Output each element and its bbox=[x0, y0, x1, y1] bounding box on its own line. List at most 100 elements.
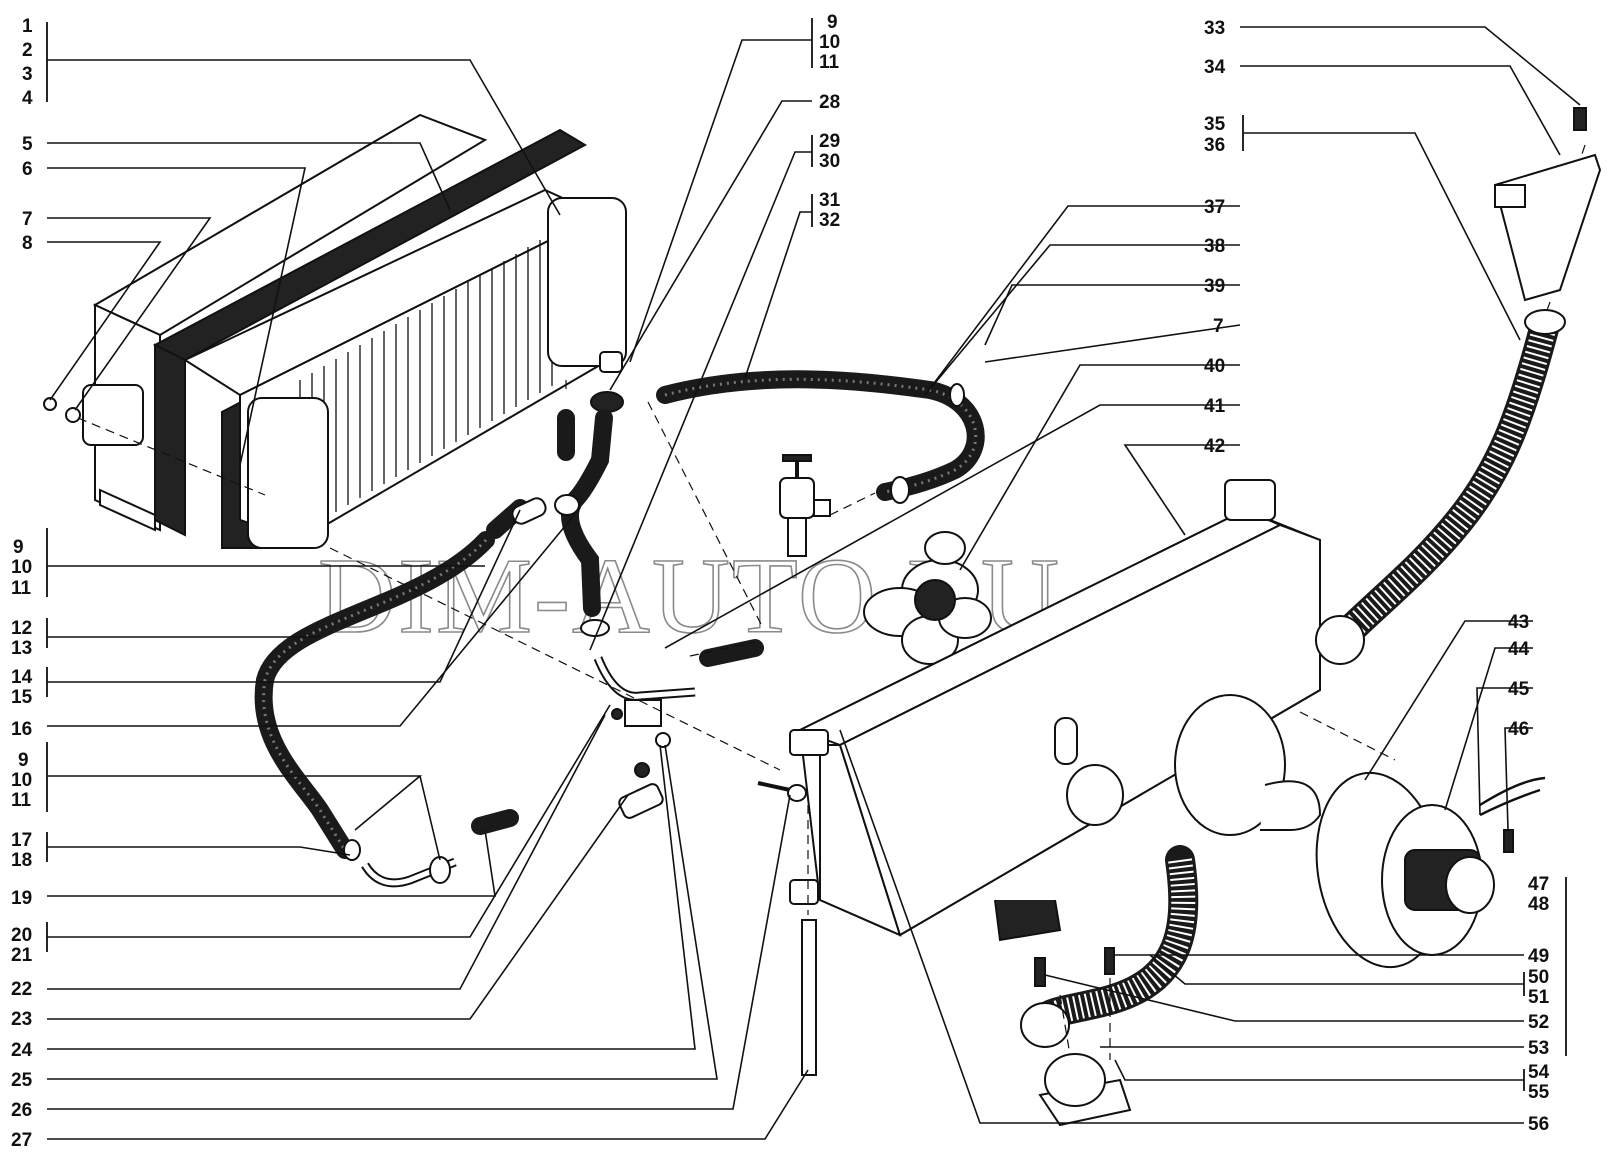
callout-label: 16 bbox=[11, 719, 32, 740]
seal-ring bbox=[590, 391, 624, 413]
callout-label: 7 bbox=[22, 209, 33, 230]
callout-label: 33 bbox=[1204, 18, 1225, 39]
washer bbox=[65, 407, 81, 423]
intake-funnel bbox=[1493, 153, 1602, 302]
radiator-pipe bbox=[599, 351, 623, 373]
callout-label: 55 bbox=[1528, 1082, 1550, 1103]
callout-label: 9 bbox=[13, 537, 24, 558]
callout-label: 5 bbox=[22, 134, 33, 155]
motor-screw bbox=[1503, 829, 1514, 853]
housing-flange bbox=[789, 729, 829, 756]
hoses bbox=[254, 370, 985, 888]
housing-bottom-bracket bbox=[994, 899, 1062, 942]
housing-slot bbox=[1054, 717, 1078, 765]
callout-label: 7 bbox=[1213, 316, 1224, 337]
callout-label: 15 bbox=[11, 687, 33, 708]
callout-label: 21 bbox=[11, 945, 33, 966]
callout-label: 2 bbox=[22, 40, 33, 61]
callout-label: 41 bbox=[1204, 396, 1226, 417]
callout-numbers: 1 2 3 4 5 6 7 8 9 10 11 12 13 14 15 16 9… bbox=[11, 12, 1550, 1151]
callout-label: 36 bbox=[1204, 135, 1225, 156]
callout-label: 35 bbox=[1204, 114, 1226, 135]
hose-clamp bbox=[890, 476, 910, 504]
callout-label: 11 bbox=[11, 578, 32, 599]
callout-label: 44 bbox=[1508, 639, 1530, 660]
radiator-tank-right bbox=[547, 197, 627, 367]
callout-label: 18 bbox=[11, 850, 32, 871]
connector-tube bbox=[511, 497, 547, 525]
callout-label: 52 bbox=[1528, 1012, 1549, 1033]
callout-label: 26 bbox=[11, 1100, 32, 1121]
callout-label: 56 bbox=[1528, 1114, 1549, 1135]
callout-label: 9 bbox=[827, 12, 838, 33]
housing-flange bbox=[789, 879, 819, 905]
callout-label: 14 bbox=[11, 667, 33, 688]
callout-label: 34 bbox=[1204, 57, 1226, 78]
callout-label: 43 bbox=[1508, 612, 1529, 633]
callout-label: 48 bbox=[1528, 894, 1549, 915]
callout-label: 6 bbox=[22, 159, 33, 180]
fan-impeller bbox=[863, 531, 992, 665]
callout-label: 27 bbox=[11, 1130, 32, 1151]
air-outlet bbox=[1066, 764, 1124, 826]
radiator-fins bbox=[299, 233, 553, 530]
air-ducts bbox=[1020, 107, 1602, 1127]
callout-label: 32 bbox=[819, 210, 840, 231]
motor-wires bbox=[1479, 776, 1546, 817]
callout-label: 12 bbox=[11, 618, 32, 639]
callout-label: 10 bbox=[11, 770, 32, 791]
callout-label: 37 bbox=[1204, 197, 1225, 218]
callout-label: 4 bbox=[22, 88, 33, 109]
callout-label: 24 bbox=[11, 1040, 33, 1061]
callout-label: 46 bbox=[1508, 719, 1529, 740]
callout-label: 42 bbox=[1204, 436, 1225, 457]
callout-label: 8 bbox=[22, 233, 33, 254]
callout-label: 1 bbox=[22, 16, 33, 37]
floor-outlet bbox=[1044, 1053, 1106, 1107]
callout-label: 29 bbox=[819, 131, 840, 152]
callout-label: 47 bbox=[1528, 874, 1549, 895]
callout-label: 20 bbox=[11, 925, 32, 946]
callout-label: 54 bbox=[1528, 1062, 1550, 1083]
leader-lines bbox=[46, 18, 1581, 1140]
callout-label: 22 bbox=[11, 979, 32, 1000]
callout-label: 23 bbox=[11, 1009, 32, 1030]
heater-housing bbox=[757, 479, 1322, 1076]
callout-label: 19 bbox=[11, 888, 32, 909]
hose-clamp bbox=[554, 494, 580, 516]
callout-label: 30 bbox=[819, 151, 840, 172]
hose-clamp bbox=[343, 839, 361, 861]
callout-label: 9 bbox=[18, 750, 29, 771]
bracket-clip bbox=[618, 783, 664, 819]
air-outlet-duct bbox=[1260, 780, 1322, 831]
funnel-screw bbox=[1573, 107, 1587, 131]
housing-fan-opening bbox=[1174, 694, 1286, 836]
duct-end bbox=[1524, 309, 1566, 335]
hose-clamp bbox=[949, 383, 965, 407]
callout-label: 53 bbox=[1528, 1038, 1549, 1059]
callout-label: 28 bbox=[819, 92, 840, 113]
heater-tap bbox=[779, 454, 831, 557]
support-rod bbox=[801, 919, 817, 1076]
nut bbox=[43, 397, 57, 411]
callout-label: 51 bbox=[1528, 987, 1550, 1008]
duct-nozzle bbox=[1020, 1002, 1070, 1048]
screw bbox=[1104, 947, 1115, 975]
motor-end-cap bbox=[1445, 856, 1495, 914]
callout-label: 31 bbox=[819, 190, 841, 211]
callout-label: 11 bbox=[819, 52, 840, 73]
duct-end bbox=[1315, 615, 1365, 665]
housing-flange bbox=[1224, 479, 1276, 521]
heater-radiator bbox=[43, 113, 627, 549]
radiator-left-mount bbox=[82, 384, 144, 446]
screw bbox=[1034, 957, 1046, 987]
callout-label: 50 bbox=[1528, 967, 1549, 988]
callout-label: 13 bbox=[11, 638, 32, 659]
callout-label: 11 bbox=[11, 790, 32, 811]
washer bbox=[787, 784, 807, 802]
callout-label: 3 bbox=[22, 64, 33, 85]
callout-label: 38 bbox=[1204, 236, 1225, 257]
callout-label: 49 bbox=[1528, 946, 1549, 967]
radiator-tank-left bbox=[247, 397, 329, 549]
